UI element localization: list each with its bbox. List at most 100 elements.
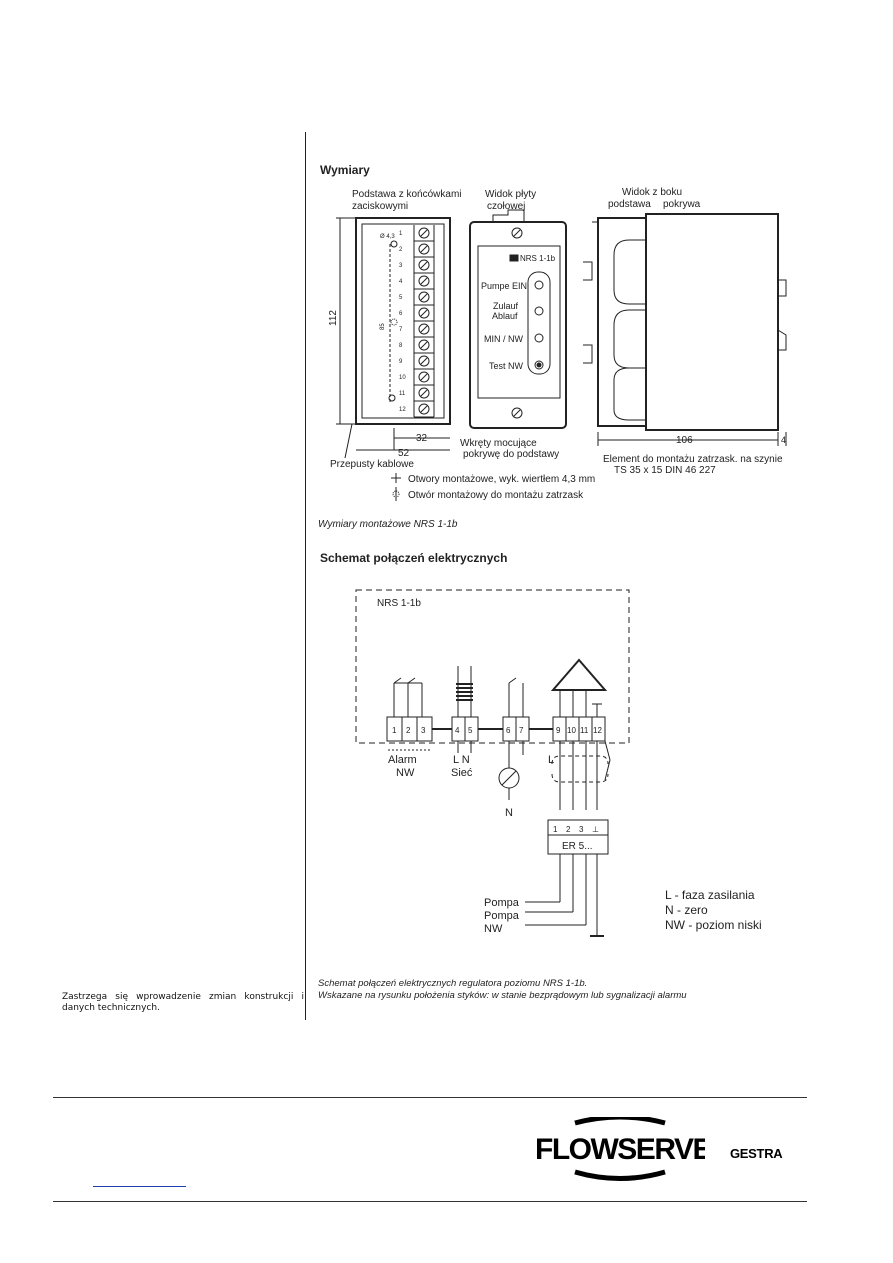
footer-top-rule [53,1097,807,1098]
terminal-number: 4 [399,279,403,285]
svg-text:6: 6 [506,726,511,735]
side-cover [645,213,779,431]
wiring-title: Schemat połączeń elektrycznych [320,551,507,565]
legend-l: L - faza zasilania [665,888,755,902]
legend-holes: Otwory montażowe, wyk. wiertłem 4,3 mm [408,474,595,485]
terminal-number: 3 [399,263,403,269]
svg-text:4: 4 [455,726,460,735]
terminal-screw [418,227,430,239]
flowserve-logo: FLOWSERVE [535,1117,705,1181]
dim-52: 52 [398,448,410,459]
nrs-box-label: NRS 1-1b [377,598,421,609]
alarm-label: Alarm [388,754,417,766]
terminal-screw [418,387,430,399]
legend-n: N - zero [665,903,708,917]
wiring-caption-2: Wskazane na rysunku położenia styków: w … [318,990,687,1001]
terminal-number: 1 [399,231,403,237]
terminal-number: 6 [399,311,403,317]
svg-text:1: 1 [392,726,397,735]
terminal-screw [418,403,430,415]
rail-label-1: Element do montażu zatrzask. na szynie [603,454,783,465]
led-panel [527,271,551,375]
terminal-screw [418,259,430,271]
terminal-screw-slot [420,261,428,269]
dim-32: 32 [416,433,428,444]
terminal-number: 10 [399,375,406,381]
dim-112: 112 [328,310,339,326]
terminal-screw-slot [420,293,428,301]
terminal-number: 5 [399,295,403,301]
led-min: MIN / NW [484,334,523,344]
terminal-screw [418,291,430,303]
terminal-screw-slot [420,245,428,253]
flowserve-wordmark: FLOWSERVE [535,1133,705,1166]
siec-label: Sieć [451,767,473,779]
base-outline [355,217,451,425]
terminal-number: 11 [399,391,406,397]
cable-label: Przepusty kablowe [330,459,414,470]
svg-text:3: 3 [579,825,584,834]
svg-text:1: 1 [553,825,558,834]
led-zulauf: Zulauf [493,301,519,311]
dim-4: 4 [781,435,786,445]
gestra-wordmark: GESTRA [730,1146,783,1161]
terminal-screw-slot [420,389,428,397]
n-label: N [505,807,513,819]
rail-label-2: TS 35 x 15 DIN 46 227 [614,465,716,476]
screws-label-1: Wkręty mocujące [460,438,537,449]
footer-link[interactable] [93,1171,186,1186]
terminal-screw-slot [420,325,428,333]
hole-dim: Ø 4,3 [380,234,395,240]
svg-text:11: 11 [580,726,589,735]
led-ablauf: Ablauf [492,311,518,321]
svg-text:12: 12 [593,726,602,735]
terminal-number: 2 [399,247,403,253]
terminal-screw-slot [420,309,428,317]
front-label-1: Widok płyty [485,189,536,200]
svg-text:2: 2 [566,825,571,834]
side-cover-label: pokrywa [663,199,701,210]
disclaimer-note: Zastrzega się wprowadzenie zmian konstru… [62,992,304,1013]
terminal-number: 7 [399,327,403,333]
front-panel [477,245,561,399]
terminal-screw [418,355,430,367]
base-label-2: zaciskowymi [352,201,408,212]
led-pumpe: Pumpe EIN [481,281,527,291]
svg-text:9: 9 [556,726,561,735]
column-divider [305,132,306,1020]
terminal-number: 9 [399,359,403,365]
svg-text:10: 10 [567,726,576,735]
footer-link-underline [93,1186,186,1187]
led-test: Test NW [489,361,524,371]
svg-text:⊥: ⊥ [592,825,599,834]
terminal-screw [418,339,430,351]
l-right-label: L [548,754,554,766]
svg-text:2: 2 [406,726,411,735]
dimensions-title: Wymiary [320,163,370,177]
er5-block [547,819,609,855]
pompa1-label: Pompa [484,897,520,909]
terminal-screw-slot [420,341,428,349]
front-label-2: czołowej [487,201,525,212]
terminal-screw-slot [420,405,428,413]
svg-text:5: 5 [468,726,473,735]
terminal-screw [418,243,430,255]
front-outline [469,221,567,429]
terminal-screw-slot [420,229,428,237]
dim-106: 106 [676,435,693,446]
legend-snap: Otwór montażowy do montażu zatrzask [408,490,584,501]
legend-nw: NW - poziom niski [665,918,762,932]
terminal-number: 8 [399,343,403,349]
terminal-screw [418,275,430,287]
terminal-screw-slot [420,357,428,365]
svg-text:3: 3 [421,726,426,735]
er5-label: ER 5... [562,841,593,852]
terminal-screw-slot [420,373,428,381]
footer-bottom-rule [53,1201,807,1202]
device-label: NRS 1-1b [520,254,556,263]
terminal-screw [418,307,430,319]
side-base-label: podstawa [608,199,651,210]
base-inner [361,223,445,419]
